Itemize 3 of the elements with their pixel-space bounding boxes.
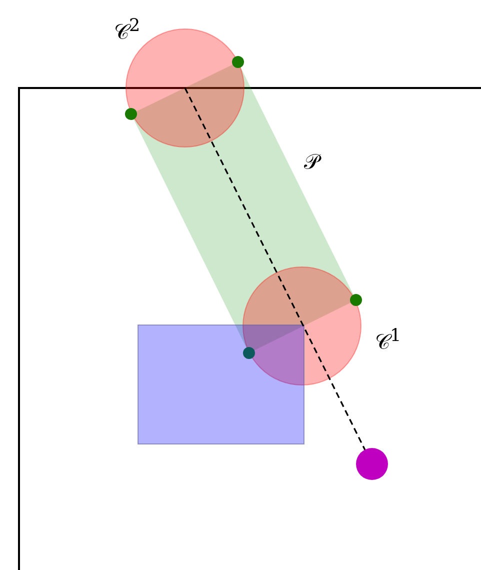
math-label: 𝒫 bbox=[304, 152, 319, 173]
math-label: 𝒞$^{1}$ bbox=[375, 328, 402, 353]
math-label: 𝒞$^{2}$ bbox=[114, 18, 140, 43]
